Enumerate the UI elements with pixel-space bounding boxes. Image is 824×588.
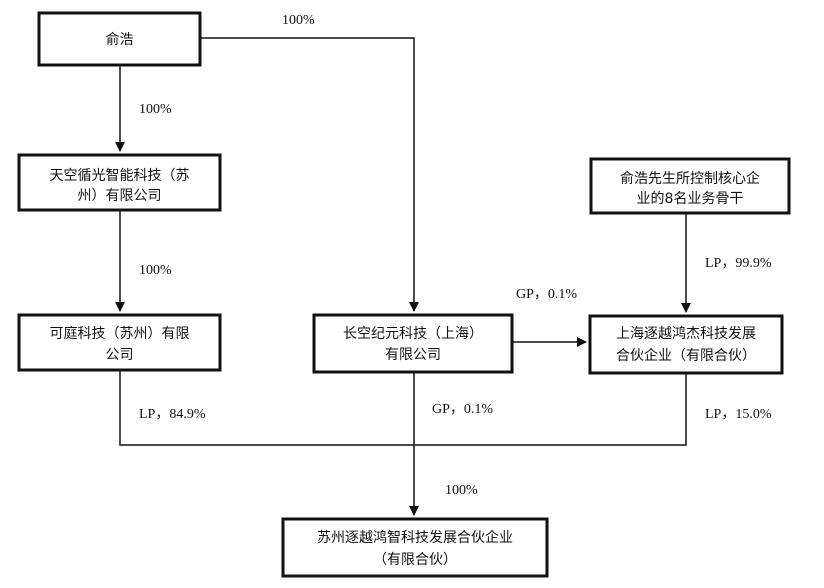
node-shanghai-lp-label-2: 合伙企业（有限合伙） xyxy=(616,347,756,364)
edge-label-keting-to-suzhou: LP，84.9% xyxy=(139,407,206,422)
node-suzhou-lp: 苏州逐越鸿智科技发展合伙企业 （有限合伙） xyxy=(281,517,549,578)
edge-label-tiankong-to-keting: 100% xyxy=(139,263,172,278)
connectors xyxy=(115,37,691,516)
arrow-yu-to-changkong xyxy=(200,37,419,312)
edge-label-merged-to-suzhou: 100% xyxy=(445,483,478,498)
edge-labels: 100% 100% 100% LP，99.9% GP，0.1% LP，84.9%… xyxy=(139,13,772,498)
node-shanghai-lp-label-1: 上海逐越鸿杰科技发展 xyxy=(616,325,756,342)
edge-label-yu-to-tiankong: 100% xyxy=(139,102,172,117)
node-tiankong-label-1: 天空循光智能科技（苏 xyxy=(50,168,190,184)
node-suzhou-lp-label-1: 苏州逐越鸿智科技发展合伙企业 xyxy=(317,529,513,546)
node-changkong: 长空纪元科技（上海） 有限公司 xyxy=(312,313,514,374)
node-suzhou-lp-label-2: （有限合伙） xyxy=(373,552,457,568)
node-yu-hao-label: 俞浩 xyxy=(106,31,134,48)
edge-label-changkong-to-shanghai: GP，0.1% xyxy=(516,287,577,302)
node-key-staff: 俞浩先生所控制核心企 业的8名业务骨干 xyxy=(589,157,791,215)
edge-label-yu-to-changkong: 100% xyxy=(282,13,315,28)
edge-label-staff-to-shanghai: LP，99.9% xyxy=(705,256,772,271)
edge-label-shanghai-to-suzhou: LP，15.0% xyxy=(705,407,772,422)
node-keting-label-1: 可庭科技（苏州）有限 xyxy=(50,325,190,342)
node-tiankong-label-2: 州）有限公司 xyxy=(78,188,162,204)
node-shanghai-lp: 上海逐越鸿杰科技发展 合伙企业（有限合伙） xyxy=(588,314,784,375)
line-lp-merge xyxy=(119,370,687,446)
edge-label-changkong-to-suzhou: GP，0.1% xyxy=(432,402,493,417)
node-tiankong: 天空循光智能科技（苏 州）有限公司 xyxy=(17,153,222,212)
node-changkong-label-1: 长空纪元科技（上海） xyxy=(343,326,483,342)
node-key-staff-label-1: 俞浩先生所控制核心企 xyxy=(620,170,760,187)
node-key-staff-label-2: 业的8名业务骨干 xyxy=(637,191,744,207)
node-yu-hao: 俞浩 xyxy=(37,11,202,67)
node-keting-label-2: 公司 xyxy=(106,347,134,363)
node-changkong-label-2: 有限公司 xyxy=(385,347,441,363)
node-keting: 可庭科技（苏州）有限 公司 xyxy=(17,313,222,372)
